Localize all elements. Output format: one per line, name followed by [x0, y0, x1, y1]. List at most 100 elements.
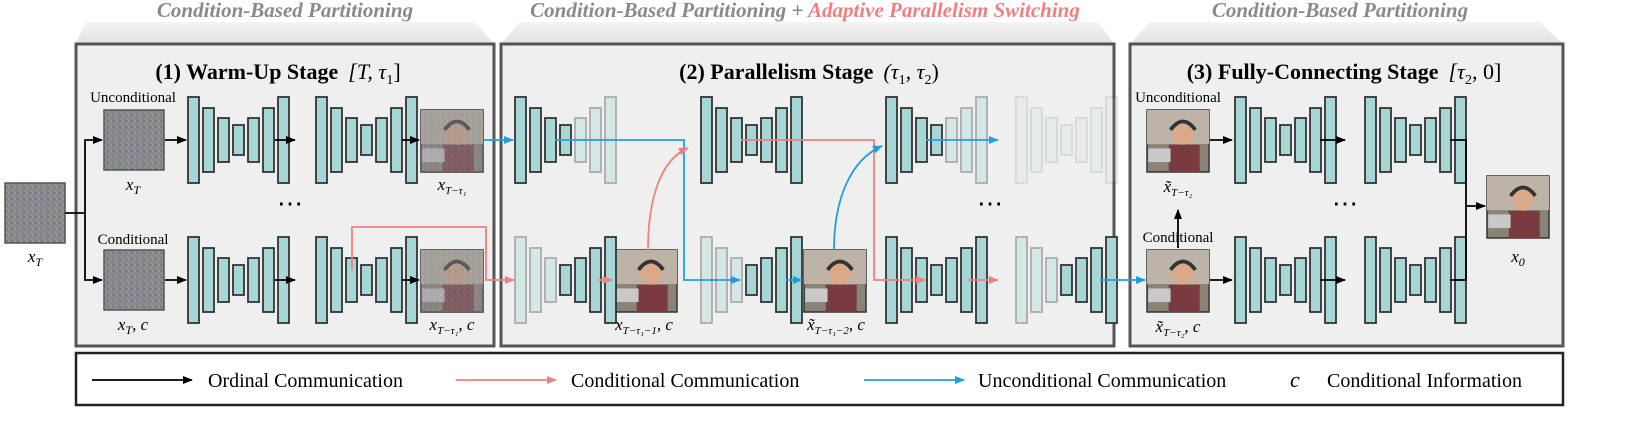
- unet-layer: [1379, 247, 1392, 313]
- unet-layer: [232, 124, 245, 156]
- generated-image: [1486, 175, 1550, 239]
- unet-layer: [559, 264, 572, 296]
- unet-layer: [544, 117, 557, 163]
- unet-layer: [360, 124, 373, 156]
- unet-layer: [345, 117, 358, 163]
- header-fan-middle: [501, 22, 1114, 44]
- label-input-xT: xT: [27, 247, 44, 269]
- unet-layer: [202, 247, 215, 313]
- generated-image: [803, 249, 867, 313]
- unet-layer: [1424, 257, 1437, 303]
- label-xt-tau2: x̃T−τ₂: [1163, 177, 1193, 199]
- label-xt-tau2-c: x̃T−τ₂, c: [1155, 317, 1201, 339]
- unet-layer: [330, 107, 343, 173]
- unet-layer: [1045, 117, 1058, 163]
- unet-layer: [1015, 236, 1028, 324]
- unet-layer: [315, 96, 328, 184]
- label-x-tau1-minus1: xT−τ₁−1, c: [614, 315, 673, 337]
- stage1-title: (1) Warm-Up Stage[T, τ1]: [155, 59, 400, 88]
- legend-c-info: Conditional Information: [1327, 370, 1522, 392]
- stage3-title: (3) Fully-Connecting Stage[τ2, 0]: [1187, 59, 1502, 88]
- unet-block: [514, 236, 617, 324]
- uncond-noise-image: [103, 109, 165, 171]
- generated-image: [1146, 249, 1210, 313]
- label-xT-cond: xT, c: [117, 315, 149, 337]
- unet-layer: [390, 107, 403, 173]
- unet-layer: [315, 236, 328, 324]
- legend-ordinal: Ordinal Communication: [208, 370, 403, 392]
- header-fan-right: [1130, 22, 1563, 44]
- black-arrow: [84, 136, 103, 213]
- unet-layer: [1279, 124, 1292, 156]
- unet-layer: [1249, 247, 1262, 313]
- unet-layer: [1075, 117, 1088, 163]
- unet-layer: [745, 264, 758, 296]
- input-noise-image: [4, 182, 66, 244]
- unet-layer: [1439, 107, 1452, 173]
- unet-layer: [1075, 257, 1088, 303]
- generated-image: [420, 109, 484, 173]
- unet-layer: [1015, 96, 1028, 184]
- ellipsis-3: ⋯: [1332, 189, 1358, 218]
- unet-layer: [574, 257, 587, 303]
- unet-layer: [730, 117, 743, 163]
- unet-layer: [262, 107, 275, 173]
- unet-layer: [1364, 96, 1377, 184]
- label-conditional-1: Conditional: [98, 232, 169, 248]
- red-arrow: [741, 139, 926, 284]
- unet-layer: [375, 257, 388, 303]
- label-x0: x0: [1510, 247, 1525, 269]
- unet-layer: [1030, 247, 1043, 313]
- label-xt-tau1-minus2: x̃T−τ₁−2, c: [806, 315, 865, 337]
- unet-layer: [700, 96, 713, 184]
- generated-image: [1146, 109, 1210, 173]
- unet-layer: [232, 264, 245, 296]
- unet-layer: [1379, 107, 1392, 173]
- unet-layer: [217, 257, 230, 303]
- header-fan-left: [76, 22, 494, 44]
- unet-layer: [1045, 257, 1058, 303]
- generated-image: [420, 249, 484, 313]
- unet-layer: [529, 247, 542, 313]
- header-middle-b: Adaptive Parallelism Switching: [806, 0, 1080, 22]
- label-unconditional-3: Unconditional: [1135, 90, 1221, 106]
- unet-layer: [900, 107, 913, 173]
- unet-layer: [1090, 107, 1103, 173]
- red-arrow: [351, 226, 515, 284]
- header-left: Condition-Based Partitioning: [157, 0, 413, 22]
- unet-layer: [1234, 236, 1247, 324]
- black-arrow: [1450, 206, 1467, 281]
- label-x-tau1: xT−τ₁: [437, 175, 467, 197]
- unet-layer: [1030, 107, 1043, 173]
- unet-layer: [1309, 247, 1322, 313]
- unet-layer: [1234, 96, 1247, 184]
- unet-layer: [1424, 117, 1437, 163]
- label-x-tau1-c: xT−τ₁, c: [429, 315, 475, 337]
- unet-layer: [1409, 264, 1422, 296]
- unet-layer: [202, 107, 215, 173]
- unet-layer: [1309, 107, 1322, 173]
- ellipsis-2: ⋯: [977, 189, 1003, 218]
- header-right: Condition-Based Partitioning: [1212, 0, 1468, 22]
- unet-layer: [529, 107, 542, 173]
- unet-layer: [1105, 96, 1118, 184]
- unet-layer: [247, 117, 260, 163]
- header-middle: Condition-Based Partitioning + Adaptive …: [530, 0, 1080, 22]
- unet-layer: [1279, 264, 1292, 296]
- legend-unconditional: Unconditional Communication: [978, 370, 1226, 392]
- unet-layer: [760, 257, 773, 303]
- blue-arrow: [833, 145, 883, 251]
- unet-layer: [262, 247, 275, 313]
- red-arrow: [647, 147, 689, 251]
- blue-arrow: [555, 139, 741, 284]
- black-arrow: [1450, 139, 1486, 210]
- unet-layer: [360, 264, 373, 296]
- generated-image: [614, 249, 678, 313]
- unet-layer: [885, 96, 898, 184]
- unet-layer: [1264, 117, 1277, 163]
- unet-layer: [187, 96, 200, 184]
- legend-c-symbol: c: [1290, 367, 1300, 392]
- label-unconditional-1: Unconditional: [90, 90, 176, 106]
- header-middle-a: Condition-Based Partitioning +: [530, 0, 808, 22]
- unet-layer: [390, 247, 403, 313]
